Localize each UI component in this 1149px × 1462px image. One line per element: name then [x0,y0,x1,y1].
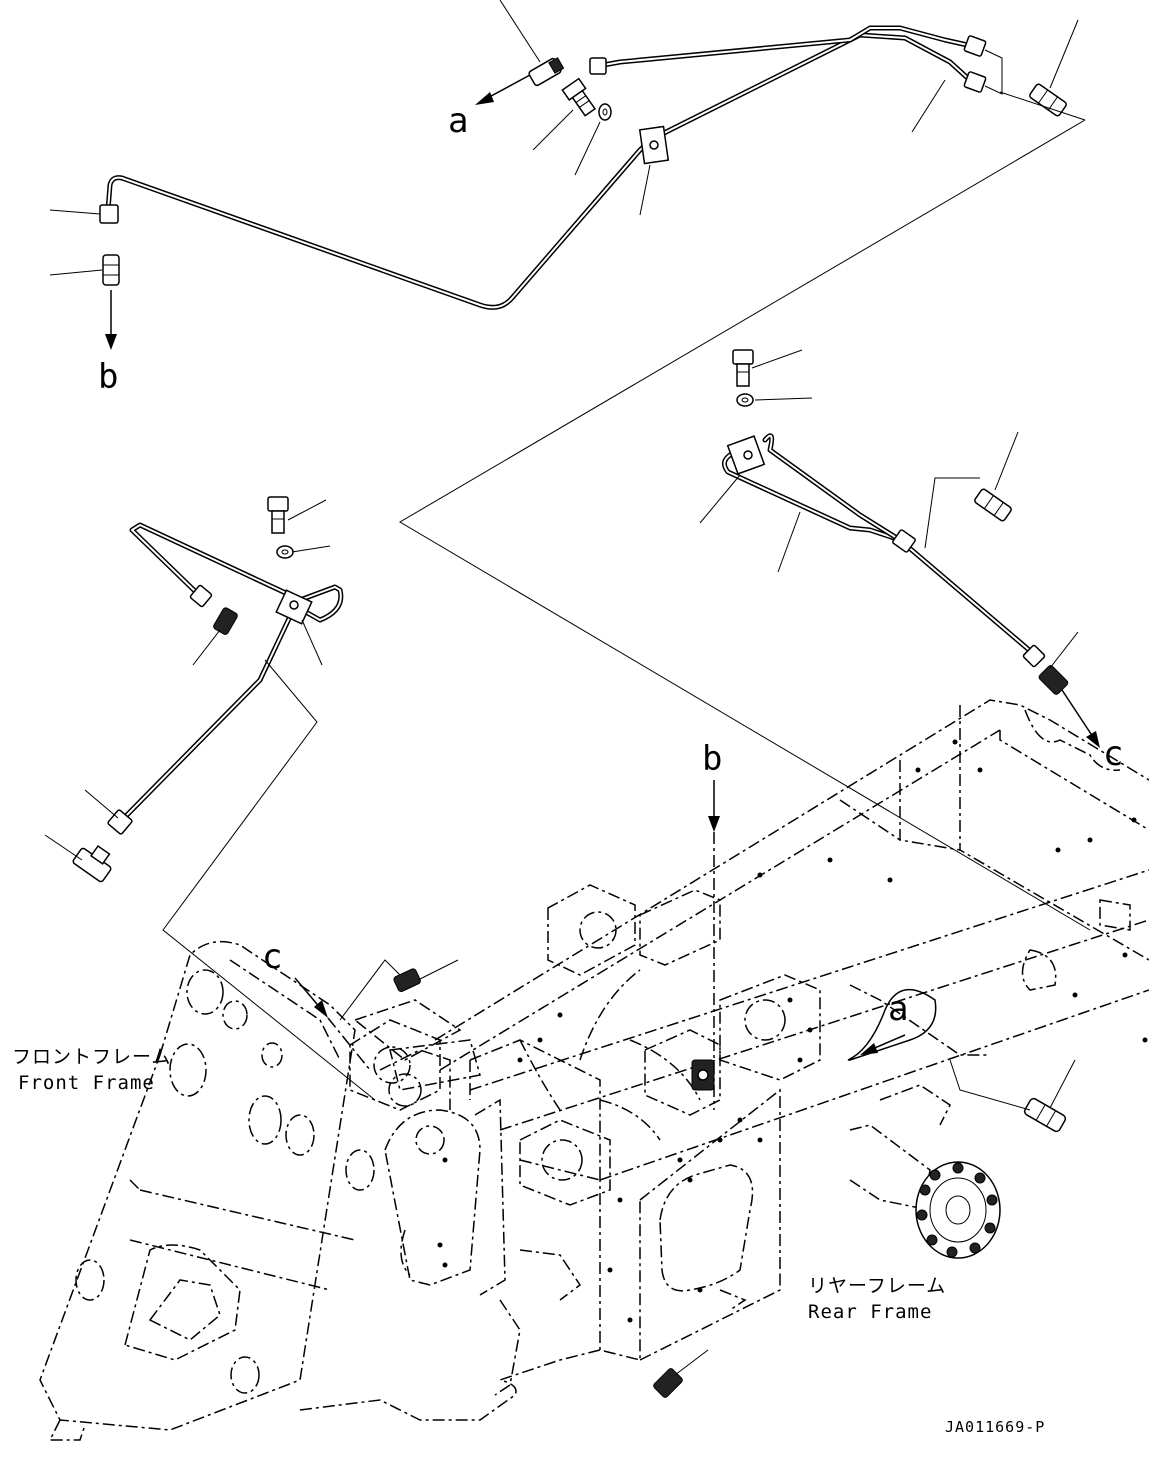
fitting-mid-right [974,488,1012,522]
washer-top [598,103,612,121]
frame-bracket-upper [547,884,636,976]
bracket-hole [649,140,659,150]
rear-frame: b a リヤーフレーム Rear Frame [299,699,1149,1421]
pipe-union-mid [892,529,916,553]
fitting-right-top [1029,83,1067,117]
pipe-end-fitting-left-bottom [107,809,133,835]
bolt-left [267,496,289,534]
label-c-left: c [262,937,282,977]
pipe-end-fitting-left-top [189,584,213,608]
pipe-end-fitting-right-upper [963,35,987,57]
pipe-end-fitting-top [589,57,607,75]
drawing-code: JA011669-P [945,1418,1045,1436]
axle-hub [849,1124,1001,1259]
washer-mid [736,393,754,407]
top-pipe-assembly: a b [49,0,1079,397]
frame-pivot-bracket [349,1019,441,1111]
fitting-rear-frame [1023,1097,1067,1133]
arrow-c-right [1086,731,1100,748]
front-frame-caption-en: Front Frame [18,1072,155,1094]
projection-line-main [399,119,1091,931]
tee-fitting-left [72,844,112,883]
bolt-top [561,77,597,117]
label-a-frame: a [888,989,908,1029]
left-pipe-assembly [44,496,376,1101]
fitting-c [1038,665,1069,695]
label-c-right: c [1103,734,1123,774]
label-b-mid: b [702,739,722,779]
label-b-top: b [98,357,118,397]
arrow-b-top [105,334,117,350]
hydraulic-valve-component [644,1029,721,1116]
frame-cutout [659,1164,754,1292]
front-frame-caption-jp: フロントフレーム [12,1046,171,1068]
arrow-c-left [314,1000,328,1018]
middle-right-pipe-assembly: c [699,349,1123,774]
pipe-end-fitting-right-lower [963,71,987,93]
fitting-front-frame [393,968,421,993]
label-a-top: a [448,101,468,141]
pipe-end-fitting-left [99,204,119,224]
fitting-left-mid [213,607,238,635]
frame-bracket-lower [719,974,821,1081]
elbow-fitting-a [528,57,565,87]
washer-left [276,545,294,559]
fitting-left-b [102,254,120,286]
rear-frame-caption-jp: リヤーフレーム [808,1275,946,1297]
rear-frame-caption-en: Rear Frame [808,1301,932,1323]
arrow-a-top [475,92,494,105]
front-frame: c フロントフレーム Front Frame [12,937,506,1441]
arrow-b-mid [708,816,720,832]
bolt-mid [732,349,754,387]
arrow-a-frame [860,1043,878,1055]
frame-bolt-holes [437,739,1148,1323]
pipe-end-fitting-mid [1022,644,1046,668]
